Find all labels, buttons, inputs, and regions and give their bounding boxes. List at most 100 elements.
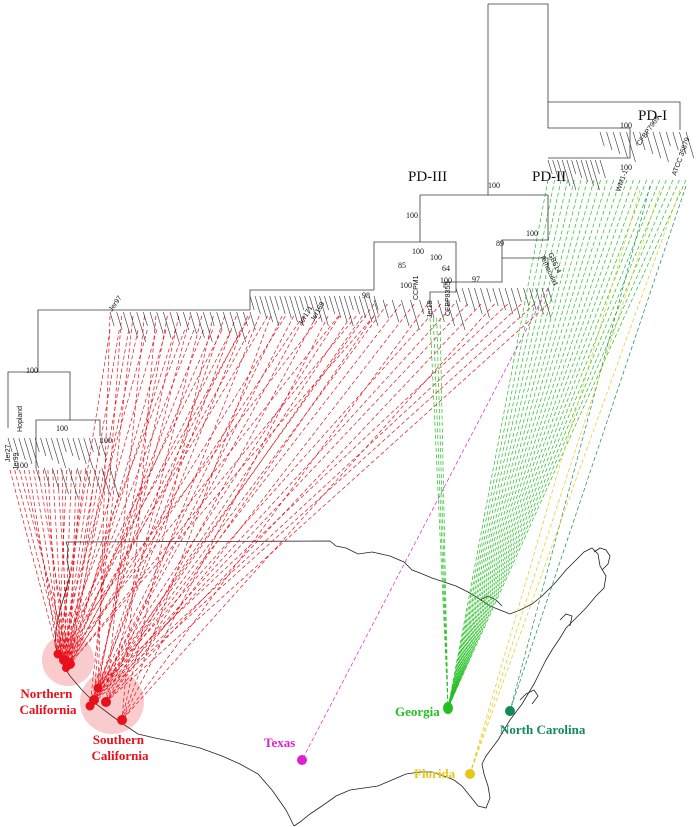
connection-line xyxy=(63,329,158,661)
connection-line xyxy=(57,469,68,655)
connection-line xyxy=(93,315,352,701)
tree-tip xyxy=(504,287,514,315)
tree-tip xyxy=(492,287,499,307)
florida-label: Florida xyxy=(414,766,456,781)
tree-tip xyxy=(353,295,360,315)
connection-line xyxy=(57,329,186,655)
tree-tip xyxy=(319,295,329,327)
connection-line xyxy=(301,287,549,761)
tree-tip xyxy=(183,311,189,331)
tree-tip xyxy=(368,295,379,327)
connection-line xyxy=(469,189,641,775)
connection-line xyxy=(69,315,286,665)
tree-tip xyxy=(7,437,13,453)
tree-tip xyxy=(88,437,94,453)
tree-tip xyxy=(189,311,197,335)
tip-label-atcc: ATCC 35879 xyxy=(671,137,691,177)
connection-line xyxy=(93,303,522,701)
tree-tip-lines xyxy=(7,131,695,499)
bootstrap-value: 100 xyxy=(412,247,424,256)
tree-tip xyxy=(428,299,435,319)
tree-tip xyxy=(156,311,164,335)
tree-tip xyxy=(576,159,583,179)
tree-tip xyxy=(304,295,311,315)
tree-tip xyxy=(51,437,60,465)
tree-tip xyxy=(203,311,213,343)
tree-tip xyxy=(547,159,553,175)
connection-line xyxy=(63,329,120,661)
connection-line xyxy=(97,303,509,689)
florida-marker xyxy=(465,769,475,779)
tree-tip xyxy=(486,287,492,303)
tree-tip xyxy=(329,295,336,315)
tree-tip xyxy=(254,295,261,315)
connection-line xyxy=(93,315,295,701)
connection-line xyxy=(65,329,176,669)
connection-line xyxy=(447,179,575,709)
connection-line xyxy=(14,469,65,661)
bootstrap-value: 100 xyxy=(406,211,418,220)
sample-site-marker xyxy=(53,649,63,659)
tree-tip xyxy=(599,131,605,147)
tree-tip xyxy=(552,159,559,179)
tree-tip xyxy=(61,437,67,453)
connection-line xyxy=(447,179,647,709)
region-labels: Northern California Southern California … xyxy=(19,686,585,781)
connection-line xyxy=(89,315,191,707)
connection-line xyxy=(469,189,661,775)
connection-line xyxy=(447,179,661,709)
tree-tip xyxy=(373,299,379,315)
tree-tip xyxy=(523,287,530,307)
connection-line xyxy=(69,329,130,665)
connection-line xyxy=(105,303,415,703)
tip-label: Jer27 xyxy=(5,444,12,462)
connection-line xyxy=(469,189,681,775)
tree-tip xyxy=(561,159,571,187)
connection-line xyxy=(121,303,495,721)
connection-line xyxy=(89,303,535,707)
tree-tip xyxy=(510,287,521,319)
tree-tip xyxy=(76,467,82,483)
tree-tip xyxy=(176,311,182,327)
connection-line xyxy=(97,315,111,689)
tree-tip xyxy=(123,311,131,335)
tree-tip xyxy=(309,295,317,319)
tree-tip xyxy=(45,437,53,461)
connection-line xyxy=(447,179,608,709)
tree-tip xyxy=(363,295,373,323)
georgia-marker xyxy=(443,702,453,714)
connection-line xyxy=(97,315,283,689)
tree-tip xyxy=(566,159,577,191)
connection-line xyxy=(509,185,687,712)
tree-tip xyxy=(94,437,101,457)
tree-tip xyxy=(163,311,172,339)
tree-tip xyxy=(606,131,613,151)
bootstrap-value: 100 xyxy=(26,366,38,375)
tree-tip xyxy=(52,467,60,491)
connection-line xyxy=(93,303,455,701)
connection-line xyxy=(447,179,601,709)
bootstrap-value: 100 xyxy=(440,276,452,285)
tree-tip xyxy=(547,287,553,303)
tree-tip xyxy=(289,295,298,323)
connection-line xyxy=(63,469,91,661)
connection-line xyxy=(447,179,667,709)
connection-line xyxy=(9,469,59,655)
tree-tip xyxy=(468,287,476,311)
sample-site-marker xyxy=(93,683,103,693)
tree-tip xyxy=(410,299,420,331)
bootstrap-value: 100 xyxy=(100,436,112,445)
tree-tip xyxy=(373,295,379,311)
tip-label: WM1-1 xyxy=(615,169,629,193)
connection-line xyxy=(69,315,357,665)
tree-tip xyxy=(129,311,139,339)
tree-tip xyxy=(599,159,606,179)
connection-line xyxy=(105,303,482,703)
tree-tip xyxy=(35,467,41,483)
tree-tip xyxy=(85,467,91,487)
tree-tip xyxy=(590,159,600,191)
connection-line xyxy=(69,329,242,665)
tree-tip xyxy=(665,131,671,147)
connection-line xyxy=(429,317,449,709)
